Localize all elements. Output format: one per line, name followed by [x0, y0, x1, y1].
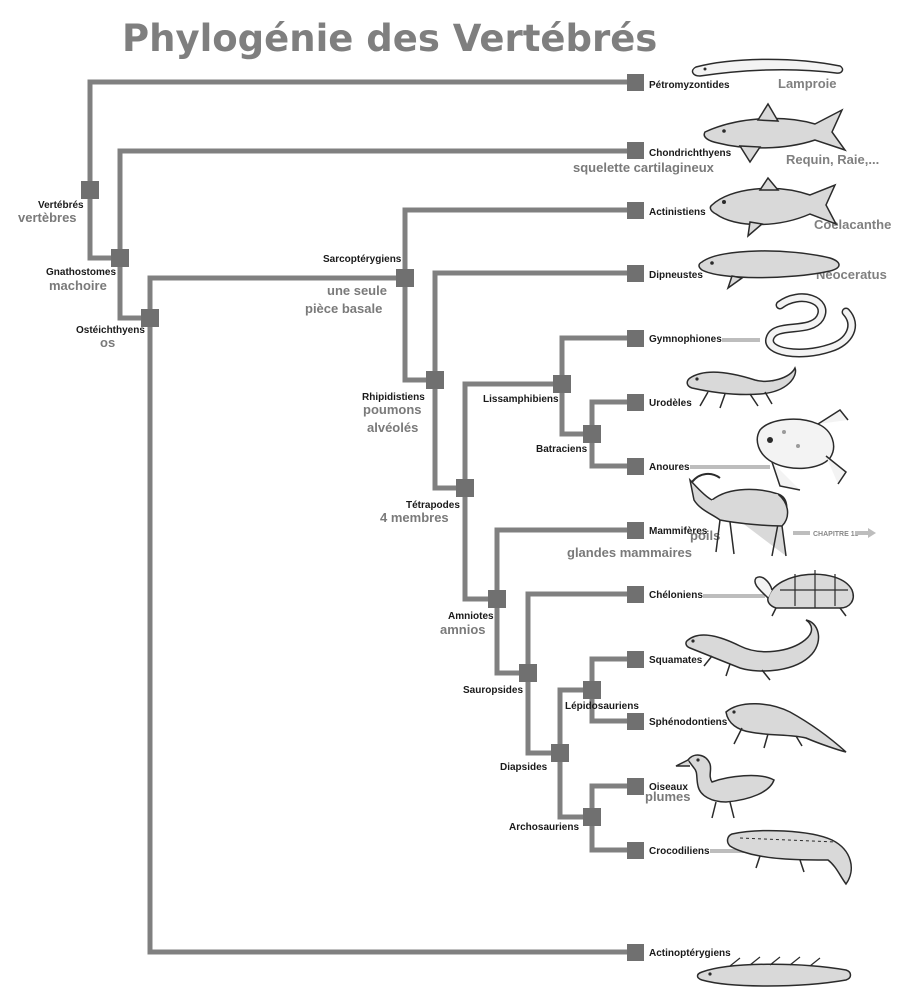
internal-nodes: [81, 181, 601, 826]
clade-osteichthyens: Ostéichthyens: [76, 325, 145, 336]
clade-amniotes: Amniotes: [448, 611, 494, 622]
label-actinistiens: Actinistiens: [649, 207, 706, 218]
frog-illustration: [756, 409, 849, 491]
tip-mammiferes: [627, 522, 644, 539]
label-sphenodontiens: Sphénodontiens: [649, 717, 728, 728]
tip-cheloniens: [627, 586, 644, 603]
clade-labels: Vertébrés Gnathostomes Ostéichthyens Sar…: [38, 200, 639, 833]
node-lepidosauriens: [583, 681, 601, 699]
trait-poumons-line1: poumons: [363, 402, 422, 417]
trait-glandes: glandes mammaires: [567, 545, 692, 560]
tip-dipneustes: [627, 265, 644, 282]
label-petromyzontides: Pétromyzontides: [649, 80, 730, 91]
trait-plumes: plumes: [645, 789, 691, 804]
clade-batraciens: Batraciens: [536, 444, 588, 455]
caecilian-illustration: [765, 293, 856, 358]
tortoise-illustration: [754, 570, 854, 617]
node-tetrapodes: [456, 479, 474, 497]
trait-vertebres: vertèbres: [18, 210, 77, 225]
clade-diapsides: Diapsides: [500, 762, 548, 773]
chapter-note-label: CHAPITRE 13: [813, 531, 859, 538]
lizard-illustration: [685, 619, 820, 681]
label-cheloniens: Chéloniens: [649, 590, 703, 601]
wildebeest-illustration: [688, 472, 789, 557]
tip-chondrichthyens: [627, 142, 644, 159]
trait-labels: vertèbres machoire os squelette cartilag…: [18, 160, 720, 804]
node-sauropsides: [519, 664, 537, 682]
node-gnathostomes: [111, 249, 129, 267]
node-rhipidistiens: [426, 371, 444, 389]
shark-illustration: [703, 102, 847, 164]
taxon-labels: Pétromyzontides Chondrichthyens Actinist…: [649, 80, 732, 959]
tip-petromyzontides: [627, 74, 644, 91]
label-crocodiliens: Crocodiliens: [649, 846, 710, 857]
node-osteichthyens: [141, 309, 159, 327]
label-anoures: Anoures: [649, 462, 690, 473]
node-amniotes: [488, 590, 506, 608]
trait-piece-line2: pièce basale: [305, 301, 382, 316]
clade-sauropsides: Sauropsides: [463, 685, 523, 696]
coelacanth-illustration: [709, 176, 838, 238]
trait-machoire: machoire: [49, 278, 107, 293]
tip-squamates: [627, 651, 644, 668]
label-mammiferes: Mammifères: [649, 526, 708, 537]
label-urodeles: Urodèles: [649, 398, 692, 409]
node-vertebres: [81, 181, 99, 199]
page-title: Phylogénie des Vertébrés: [122, 17, 657, 60]
lamprey-illustration: [691, 58, 844, 77]
label-oiseaux: Oiseaux: [649, 782, 688, 793]
animal-lamproie: Lamproie: [778, 76, 837, 91]
chapter-note: CHAPITRE 13: [793, 528, 876, 538]
clade-lissamphibiens: Lissamphibiens: [483, 394, 559, 405]
bichir-illustration: [696, 956, 852, 987]
node-batraciens: [583, 425, 601, 443]
clade-vertebres: Vertébrés: [38, 200, 84, 211]
animal-neoceratus: Neoceratus: [816, 267, 887, 282]
tip-crocodiliens: [627, 842, 644, 859]
crocodile-illustration: [726, 829, 852, 886]
node-archosauriens: [583, 808, 601, 826]
tip-oiseaux: [627, 778, 644, 795]
label-dipneustes: Dipneustes: [649, 270, 703, 281]
clade-lepidosauriens: Lépidosauriens: [565, 701, 639, 712]
tip-boxes: [627, 74, 644, 961]
trait-os: os: [100, 335, 115, 350]
trait-membres: 4 membres: [380, 510, 449, 525]
clade-sarcopterygiens: Sarcoptérygiens: [323, 254, 402, 265]
trait-poils: poils: [690, 528, 720, 543]
tip-actinistiens: [627, 202, 644, 219]
clade-archosauriens: Archosauriens: [509, 822, 579, 833]
clade-tetrapodes: Tétrapodes: [406, 500, 460, 511]
label-chondrichthyens: Chondrichthyens: [649, 148, 732, 159]
tuatara-illustration: [725, 703, 847, 753]
clade-gnathostomes: Gnathostomes: [46, 267, 116, 278]
lungfish-illustration: [698, 250, 840, 290]
animal-requin: Requin, Raie,...: [786, 152, 879, 167]
salamander-illustration: [686, 366, 797, 409]
animal-names: Lamproie Requin, Raie,... Coelacanthe Ne…: [778, 76, 891, 282]
duck-illustration: [675, 754, 775, 819]
node-diapsides: [551, 744, 569, 762]
node-lissamphibiens: [553, 375, 571, 393]
tip-urodeles: [627, 394, 644, 411]
tip-gymnophiones: [627, 330, 644, 347]
clade-rhipidistiens: Rhipidistiens: [362, 392, 425, 403]
tip-anoures: [627, 458, 644, 475]
trait-piece-line1: une seule: [327, 283, 387, 298]
label-squamates: Squamates: [649, 655, 703, 666]
tree-branches: [87, 79, 639, 955]
label-actinopterygiens: Actinoptérygiens: [649, 948, 731, 959]
illustration-pointers: [690, 338, 770, 853]
node-sarcopterygiens: [396, 269, 414, 287]
tip-sphenodontiens: [627, 713, 644, 730]
label-gymnophiones: Gymnophiones: [649, 334, 722, 345]
trait-poumons-line2: alvéolés: [367, 420, 418, 435]
trait-amnios: amnios: [440, 622, 486, 637]
tip-actinopterygiens: [627, 944, 644, 961]
trait-squelette: squelette cartilagineux: [573, 160, 715, 175]
